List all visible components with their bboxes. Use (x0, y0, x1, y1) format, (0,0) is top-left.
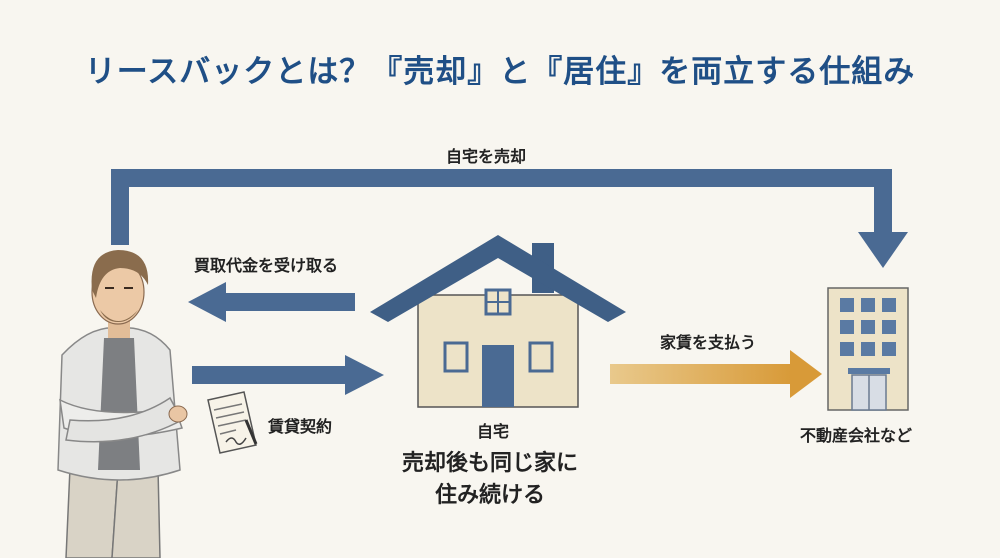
lease-contract-arrow (192, 355, 384, 395)
building-icon (827, 287, 909, 411)
receive-payment-label: 買取代金を受け取る (194, 256, 339, 275)
house-icon (370, 235, 626, 408)
contract-document-icon (207, 391, 258, 454)
sell-home-arrow (111, 169, 908, 268)
lease-contract-label: 賃貸契約 (268, 417, 333, 436)
receive-payment-arrow (188, 282, 355, 322)
person-illustration (57, 250, 188, 558)
pay-rent-label: 家賃を支払う (660, 333, 757, 352)
home-label: 自宅 (477, 422, 510, 441)
page-title: リースバックとは？『売却』と『居住』を両立する仕組み (84, 54, 916, 90)
pay-rent-arrow (610, 350, 822, 398)
company-label: 不動産会社など (800, 426, 913, 445)
caption-line-1: 売却後も同じ家に (401, 451, 578, 476)
sell-home-label: 自宅を売却 (446, 147, 527, 166)
caption-line-2: 住み続ける (434, 483, 545, 508)
home-caption: 売却後も同じ家に 住み続ける (340, 448, 640, 512)
